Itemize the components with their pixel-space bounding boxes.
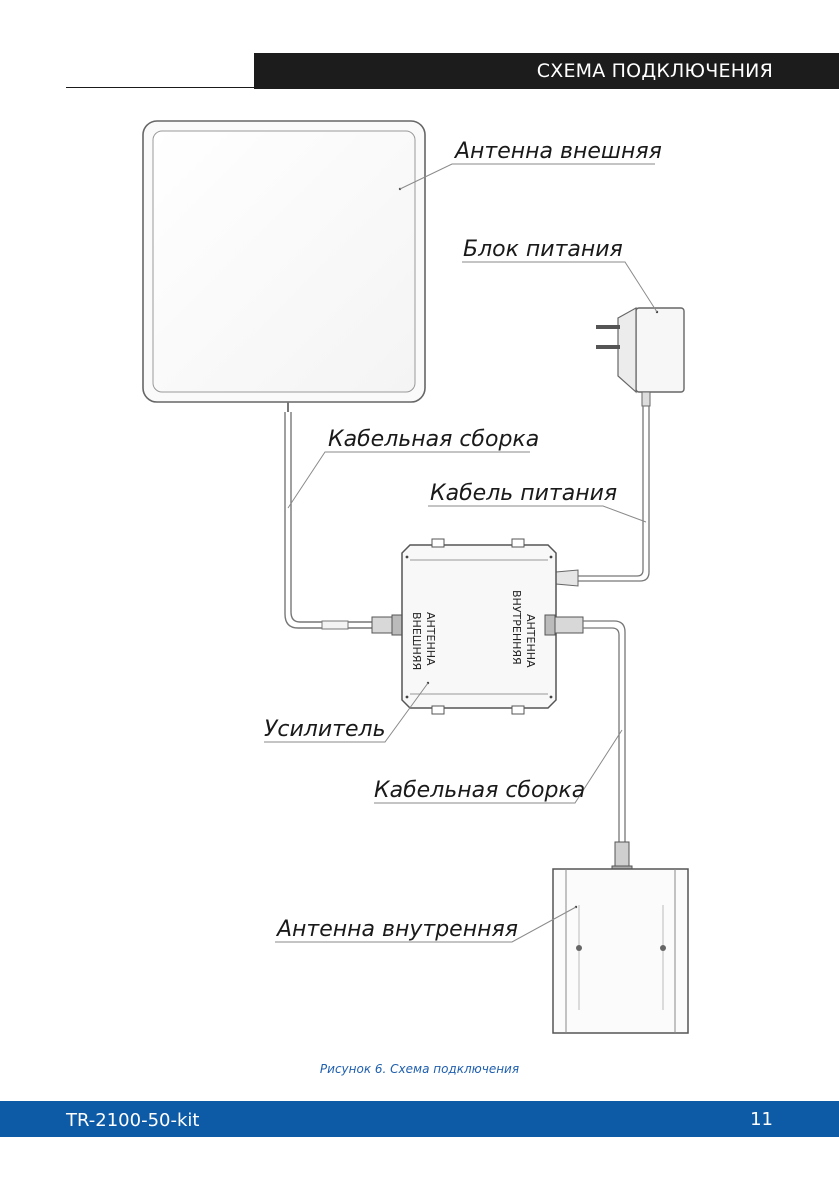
footer-model-name: TR-2100-50-kit [66, 1110, 200, 1131]
amp-port-internal-line1: ВНУТРЕННЯЯ [510, 590, 523, 665]
outdoor-antenna [142, 120, 426, 412]
cable-assembly-outdoor [284, 412, 403, 636]
power-supply [596, 306, 685, 407]
amplifier-unit: ВНЕШНЯЯ АНТЕННА ВНУТРЕННЯЯ АНТЕННА [401, 538, 557, 715]
cable-assembly-indoor [554, 616, 633, 873]
amp-port-external-line2: АНТЕННА [424, 612, 437, 666]
label-indoor-antenna: Антенна внутренняя [275, 917, 518, 942]
indoor-antenna [552, 868, 689, 1034]
label-outdoor-antenna: Антенна внешняя [453, 139, 662, 164]
page-number: 11 [750, 1109, 773, 1130]
header-rule [66, 87, 256, 88]
label-cable-assembly-top: Кабельная сборка [328, 427, 539, 452]
label-power-supply: Блок питания [463, 237, 623, 262]
label-amplifier: Усилитель [264, 717, 386, 742]
figure-caption: Рисунок 6. Схема подключения [319, 1062, 520, 1076]
header-bar [254, 53, 839, 89]
amp-port-internal-line2: АНТЕННА [524, 614, 537, 668]
power-cable [555, 406, 650, 587]
amp-port-external-line1: ВНЕШНЯЯ [410, 612, 423, 670]
footer-bar [0, 1101, 839, 1137]
label-power-cable: Кабель питания [430, 481, 617, 506]
label-cable-assembly-bottom: Кабельная сборка [374, 778, 585, 803]
page-title: СХЕМА ПОДКЛЮЧЕНИЯ [536, 60, 773, 82]
leader-lines [264, 163, 658, 943]
